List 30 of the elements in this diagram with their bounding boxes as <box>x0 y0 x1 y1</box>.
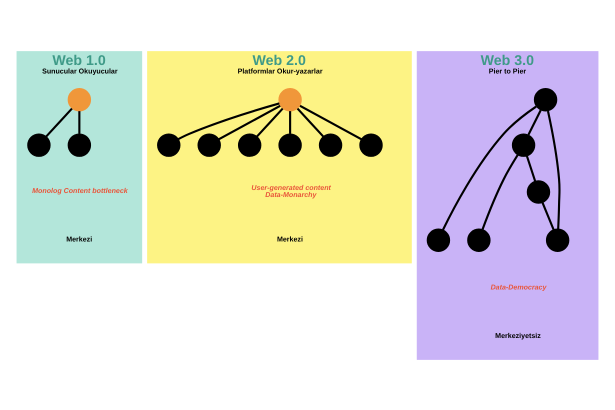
connector <box>442 105 537 230</box>
node-circle <box>198 132 221 156</box>
connector <box>289 110 292 134</box>
node-circle <box>27 132 51 156</box>
connector <box>178 102 280 140</box>
connector <box>218 104 281 140</box>
node-circle <box>68 132 92 156</box>
node-circle <box>157 132 180 156</box>
node-circle <box>278 132 302 156</box>
connector <box>46 107 73 137</box>
node-circle <box>426 228 450 252</box>
node-circle <box>526 180 550 204</box>
node-circle <box>546 228 570 252</box>
connector <box>546 110 561 228</box>
connector <box>296 107 324 137</box>
connector <box>526 155 536 181</box>
connector <box>482 154 519 230</box>
node-circle <box>238 132 262 156</box>
node-circle <box>318 132 342 156</box>
node-circle <box>278 88 302 111</box>
node-circle <box>68 88 92 111</box>
connector <box>256 107 284 137</box>
node-circle <box>512 132 536 156</box>
node-circle <box>467 228 491 252</box>
node-circle <box>534 88 558 111</box>
connector <box>300 104 362 140</box>
connector <box>528 109 542 135</box>
connector <box>542 202 555 230</box>
node-circle <box>359 132 383 156</box>
connector <box>78 110 80 134</box>
